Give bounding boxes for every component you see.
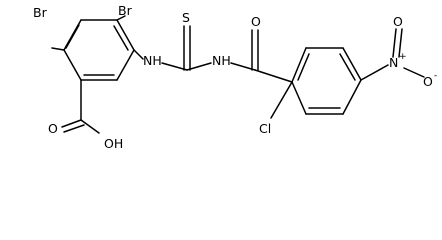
bond-n-o-single	[403, 67, 425, 78]
atom-n-nitro: N	[389, 55, 398, 70]
right-benzene-ring	[291, 47, 362, 115]
bond-c-nh	[133, 49, 144, 60]
bond-c-nh	[186, 62, 212, 71]
bond-c-cl	[270, 81, 293, 119]
bond-c-br-top	[116, 15, 126, 21]
bond	[116, 49, 135, 81]
bond	[342, 47, 362, 81]
bond	[342, 79, 362, 115]
atom-nh-left: NH	[143, 53, 162, 68]
charge-n-plus: +	[399, 52, 407, 62]
bond	[297, 53, 310, 81]
atom-br-left: Br	[33, 5, 48, 20]
bond-n-o-double	[398, 28, 403, 58]
bond-nh-c	[161, 62, 188, 71]
atom-nh-right: NH	[212, 53, 231, 68]
bond	[113, 25, 129, 51]
bond	[291, 47, 307, 83]
molecule-structure: Br Br NH S NH O O N + O - O OH Cl	[33, 3, 437, 151]
atom-cl: Cl	[259, 121, 271, 136]
bond	[116, 19, 135, 51]
atom-o-nitro-top: O	[393, 14, 403, 29]
atom-br-top: Br	[118, 3, 133, 18]
bond	[291, 81, 307, 115]
atom-o-amide: O	[251, 14, 261, 29]
bond-c-o-double	[63, 124, 85, 133]
bond	[339, 53, 356, 81]
bond-c-ring	[254, 69, 293, 83]
bond	[65, 24, 80, 49]
bond-c-oh	[80, 119, 100, 134]
atom-oh: OH	[104, 136, 123, 151]
charge-o-minus: -	[434, 71, 437, 81]
left-benzene-ring	[63, 19, 135, 81]
bond-c-o-double	[61, 119, 82, 128]
bond-c-n-nitro	[360, 64, 389, 81]
bond-n-o-double	[392, 28, 397, 58]
atom-o-carbonyl: O	[48, 121, 58, 136]
bond	[63, 49, 82, 81]
bond-nh-c-amide	[230, 62, 256, 71]
atom-o-nitro-right: O	[423, 74, 433, 89]
bond-c-br-left	[51, 47, 65, 51]
atom-s: S	[182, 10, 190, 25]
